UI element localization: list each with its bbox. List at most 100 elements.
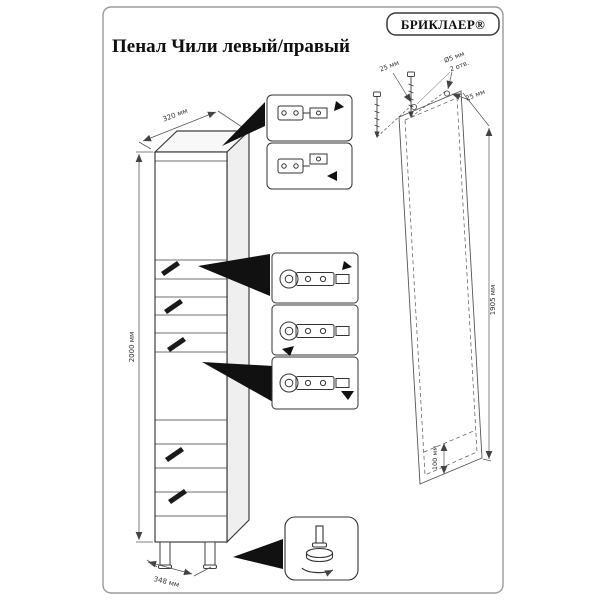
foot-base-side (305, 553, 334, 563)
motion-arrow-icon (342, 261, 352, 270)
motion-arrow-icon (334, 101, 344, 111)
panel-height-label: 1905 мм (489, 285, 497, 316)
brand-badge: БРИКЛАЕР® (386, 12, 500, 36)
drawer-handle (168, 489, 187, 504)
drawer-handle (164, 299, 183, 314)
hinge-step-1-icon (279, 261, 352, 289)
hinge-callouts (271, 252, 359, 410)
side-panel-outline (398, 90, 483, 485)
height-dimension-label: 2000 мм (128, 332, 136, 363)
extension-line (193, 566, 212, 577)
cabinet-side-face (226, 129, 250, 544)
hinge-plate (335, 274, 350, 284)
screw-hole (319, 379, 327, 387)
drawer-handle (167, 337, 186, 352)
screw-thread (408, 104, 414, 108)
leader-line (392, 72, 412, 103)
screw-thread (408, 83, 414, 87)
adjustable-foot-icon (301, 525, 334, 577)
hinge-arm (295, 376, 335, 390)
hinge-plate (335, 326, 350, 336)
bottom-offset-line (423, 429, 477, 453)
callout-arrow-icon (222, 102, 265, 146)
extension-line (138, 141, 152, 150)
hinge-arm (295, 272, 335, 286)
page-title: Пенал Чили левый/правый (112, 36, 350, 57)
screw-hole (281, 163, 287, 169)
screw-thread (374, 124, 380, 128)
leader-line (446, 71, 454, 90)
adjustable-foot-icon (203, 564, 217, 569)
screw-hole (304, 275, 312, 283)
screw-hole (316, 110, 321, 116)
cabinet-leg (159, 541, 171, 566)
hinge-cup (279, 269, 299, 289)
cabinet-front-divisions (155, 160, 227, 517)
screw-thread (374, 117, 380, 121)
screw-hole (304, 327, 312, 335)
screw-thread (374, 103, 380, 107)
latch-plate (309, 107, 328, 119)
dimension-line (142, 111, 217, 142)
projection-line (410, 90, 447, 118)
leader-line (416, 71, 451, 105)
hinge-step-3-icon (279, 373, 354, 400)
rotation-arrow-icon (301, 567, 334, 577)
callout-arrow-icon (202, 362, 273, 402)
drill-hole-icon (410, 103, 418, 111)
side-panel-drawing (398, 90, 483, 485)
hinge-cup (279, 321, 299, 341)
screw-hole (293, 110, 299, 116)
drawer-handle (161, 261, 180, 276)
cabinet-leg (204, 541, 216, 566)
callout-arrow-icon (233, 539, 283, 569)
hinge-plate (335, 378, 350, 388)
side-panel-inner-line (404, 97, 478, 476)
callout-box (271, 252, 359, 304)
screw-hole (319, 327, 327, 335)
foot-nut (311, 542, 328, 548)
screw-hole (293, 163, 299, 169)
door-latch-top-icon (277, 101, 344, 121)
latch-plate (309, 153, 328, 165)
screw-hole (304, 379, 312, 387)
screw-icon (373, 91, 414, 139)
motion-arrow-icon (282, 346, 294, 356)
callout-box (271, 356, 359, 410)
screw-tip (408, 111, 414, 119)
cabinet-handles (161, 261, 187, 504)
foot-callout (284, 516, 359, 581)
callout-arrow-icon (198, 254, 270, 296)
cabinet-front-face (154, 151, 228, 543)
panel-height-dimension: 1905 мм (462, 92, 497, 462)
motion-arrow-icon (341, 391, 354, 400)
leader-line (451, 93, 471, 101)
hinge-cup-center (284, 326, 294, 336)
extension-line (462, 92, 490, 127)
motion-arrow-icon (327, 171, 337, 181)
screw-icon (407, 71, 447, 119)
panel-bottom-offset-label: 100 мм (431, 446, 439, 470)
hinge-cup-center (284, 378, 294, 388)
fasteners (373, 71, 447, 139)
callout-arrows (198, 102, 283, 569)
brand-badge-frame (386, 12, 500, 36)
screw-thread (374, 110, 380, 114)
screw-hole (281, 110, 287, 116)
callout-box (271, 304, 359, 356)
hinge-cup-center (284, 274, 294, 284)
brand-label: БРИКЛАЕР® (401, 17, 485, 32)
projection-line (376, 103, 414, 138)
door-latch-bottom-icon (277, 153, 337, 181)
screw-hole (319, 275, 327, 283)
drawer-handle (165, 447, 184, 462)
cabinet-drawing (153, 129, 251, 569)
latch-callouts (266, 94, 353, 190)
screw-thread (408, 90, 414, 94)
hinge-cup (279, 373, 299, 393)
hinge-step-2-icon (279, 321, 350, 356)
panel-bottom-offset-dimension: 100 мм (431, 443, 448, 474)
drill-hole-icon (443, 90, 451, 97)
dimension-line (147, 560, 193, 576)
